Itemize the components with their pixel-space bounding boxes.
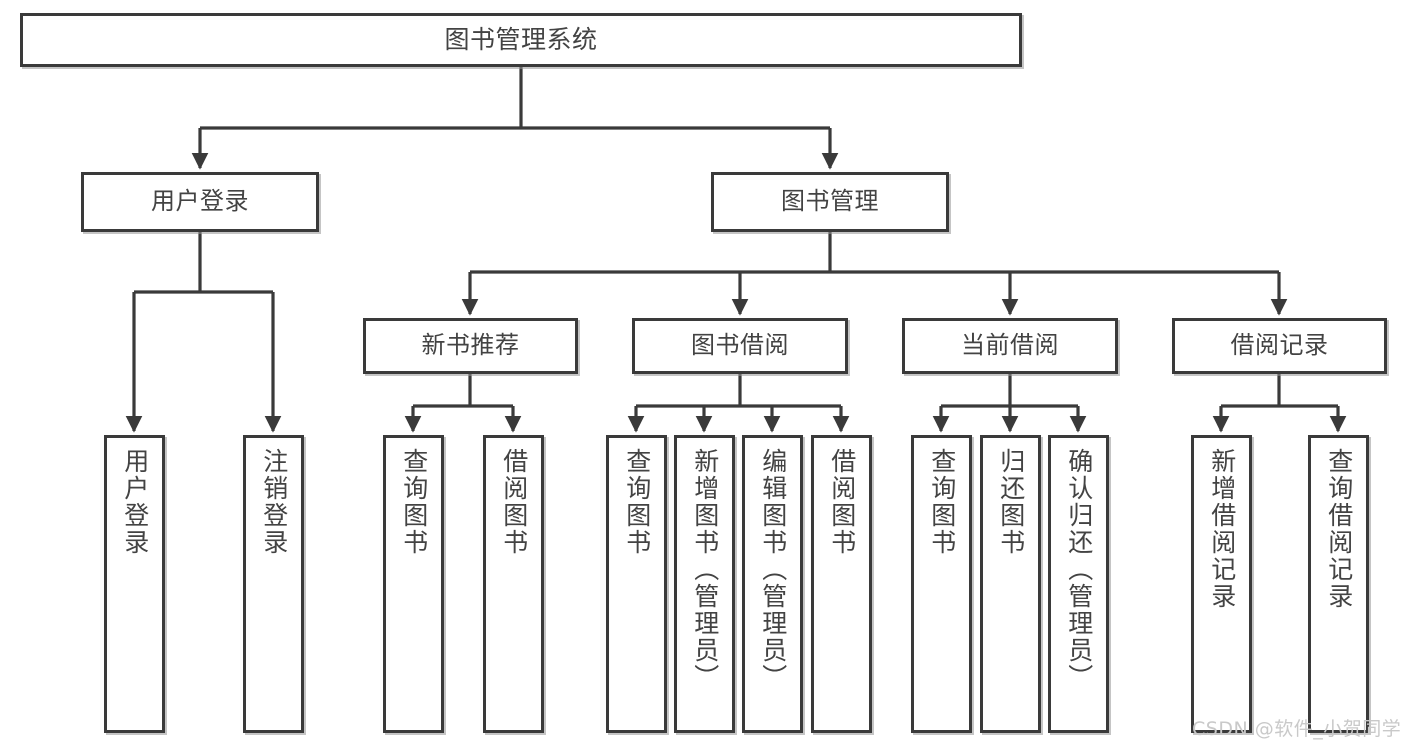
node-new-book-recommend-label: 新书推荐 <box>421 331 520 360</box>
node-borrow-record-label: 借阅记录 <box>1230 331 1329 360</box>
node-current-borrow-label: 当前借阅 <box>961 331 1059 360</box>
node-leaf-query-record-label: 查询借阅记录 <box>1324 448 1354 610</box>
node-leaf-query-book-2[interactable]: 查询图书 <box>606 435 667 733</box>
node-leaf-add-record[interactable]: 新增借阅记录 <box>1191 435 1252 733</box>
node-leaf-return-book[interactable]: 归还图书 <box>980 435 1041 733</box>
node-leaf-confirm-return-label: 确认归还（管理员） <box>1064 448 1094 691</box>
node-leaf-query-book-1[interactable]: 查询图书 <box>383 435 444 733</box>
node-book-manage[interactable]: 图书管理 <box>711 172 949 232</box>
node-leaf-confirm-return[interactable]: 确认归还（管理员） <box>1048 435 1109 733</box>
node-leaf-logout-login[interactable]: 注销登录 <box>243 435 304 733</box>
node-new-book-recommend[interactable]: 新书推荐 <box>363 318 578 374</box>
node-leaf-borrow-book-1[interactable]: 借阅图书 <box>483 435 544 733</box>
node-leaf-query-book-2-label: 查询图书 <box>622 448 652 556</box>
node-leaf-logout-login-label: 注销登录 <box>259 448 289 556</box>
node-root-label: 图书管理系统 <box>444 24 598 54</box>
node-leaf-query-book-3-label: 查询图书 <box>927 448 957 556</box>
node-user-login[interactable]: 用户登录 <box>81 172 319 232</box>
node-leaf-edit-book-label: 编辑图书（管理员） <box>758 448 788 691</box>
node-borrow-record[interactable]: 借阅记录 <box>1172 318 1387 374</box>
node-leaf-add-book-label: 新增图书（管理员） <box>690 448 720 691</box>
node-user-login-label: 用户登录 <box>151 187 249 216</box>
node-leaf-add-record-label: 新增借阅记录 <box>1207 448 1237 610</box>
node-leaf-borrow-book-1-label: 借阅图书 <box>499 448 529 556</box>
node-root[interactable]: 图书管理系统 <box>20 13 1022 67</box>
node-leaf-add-book[interactable]: 新增图书（管理员） <box>674 435 735 733</box>
node-leaf-return-book-label: 归还图书 <box>996 448 1026 556</box>
node-leaf-user-login[interactable]: 用户登录 <box>104 435 165 733</box>
node-book-manage-label: 图书管理 <box>781 187 879 216</box>
node-current-borrow[interactable]: 当前借阅 <box>902 318 1118 374</box>
node-leaf-borrow-book-2[interactable]: 借阅图书 <box>811 435 872 733</box>
node-book-borrow-label: 图书借阅 <box>691 331 789 360</box>
node-leaf-borrow-book-2-label: 借阅图书 <box>827 448 857 556</box>
node-leaf-user-login-label: 用户登录 <box>120 448 150 556</box>
node-leaf-edit-book[interactable]: 编辑图书（管理员） <box>742 435 803 733</box>
node-book-borrow[interactable]: 图书借阅 <box>632 318 848 374</box>
node-leaf-query-book-1-label: 查询图书 <box>399 448 429 556</box>
watermark: CSDN @软件_小贺同学 <box>1192 718 1402 740</box>
node-leaf-query-book-3[interactable]: 查询图书 <box>911 435 972 733</box>
node-leaf-query-record[interactable]: 查询借阅记录 <box>1308 435 1369 733</box>
